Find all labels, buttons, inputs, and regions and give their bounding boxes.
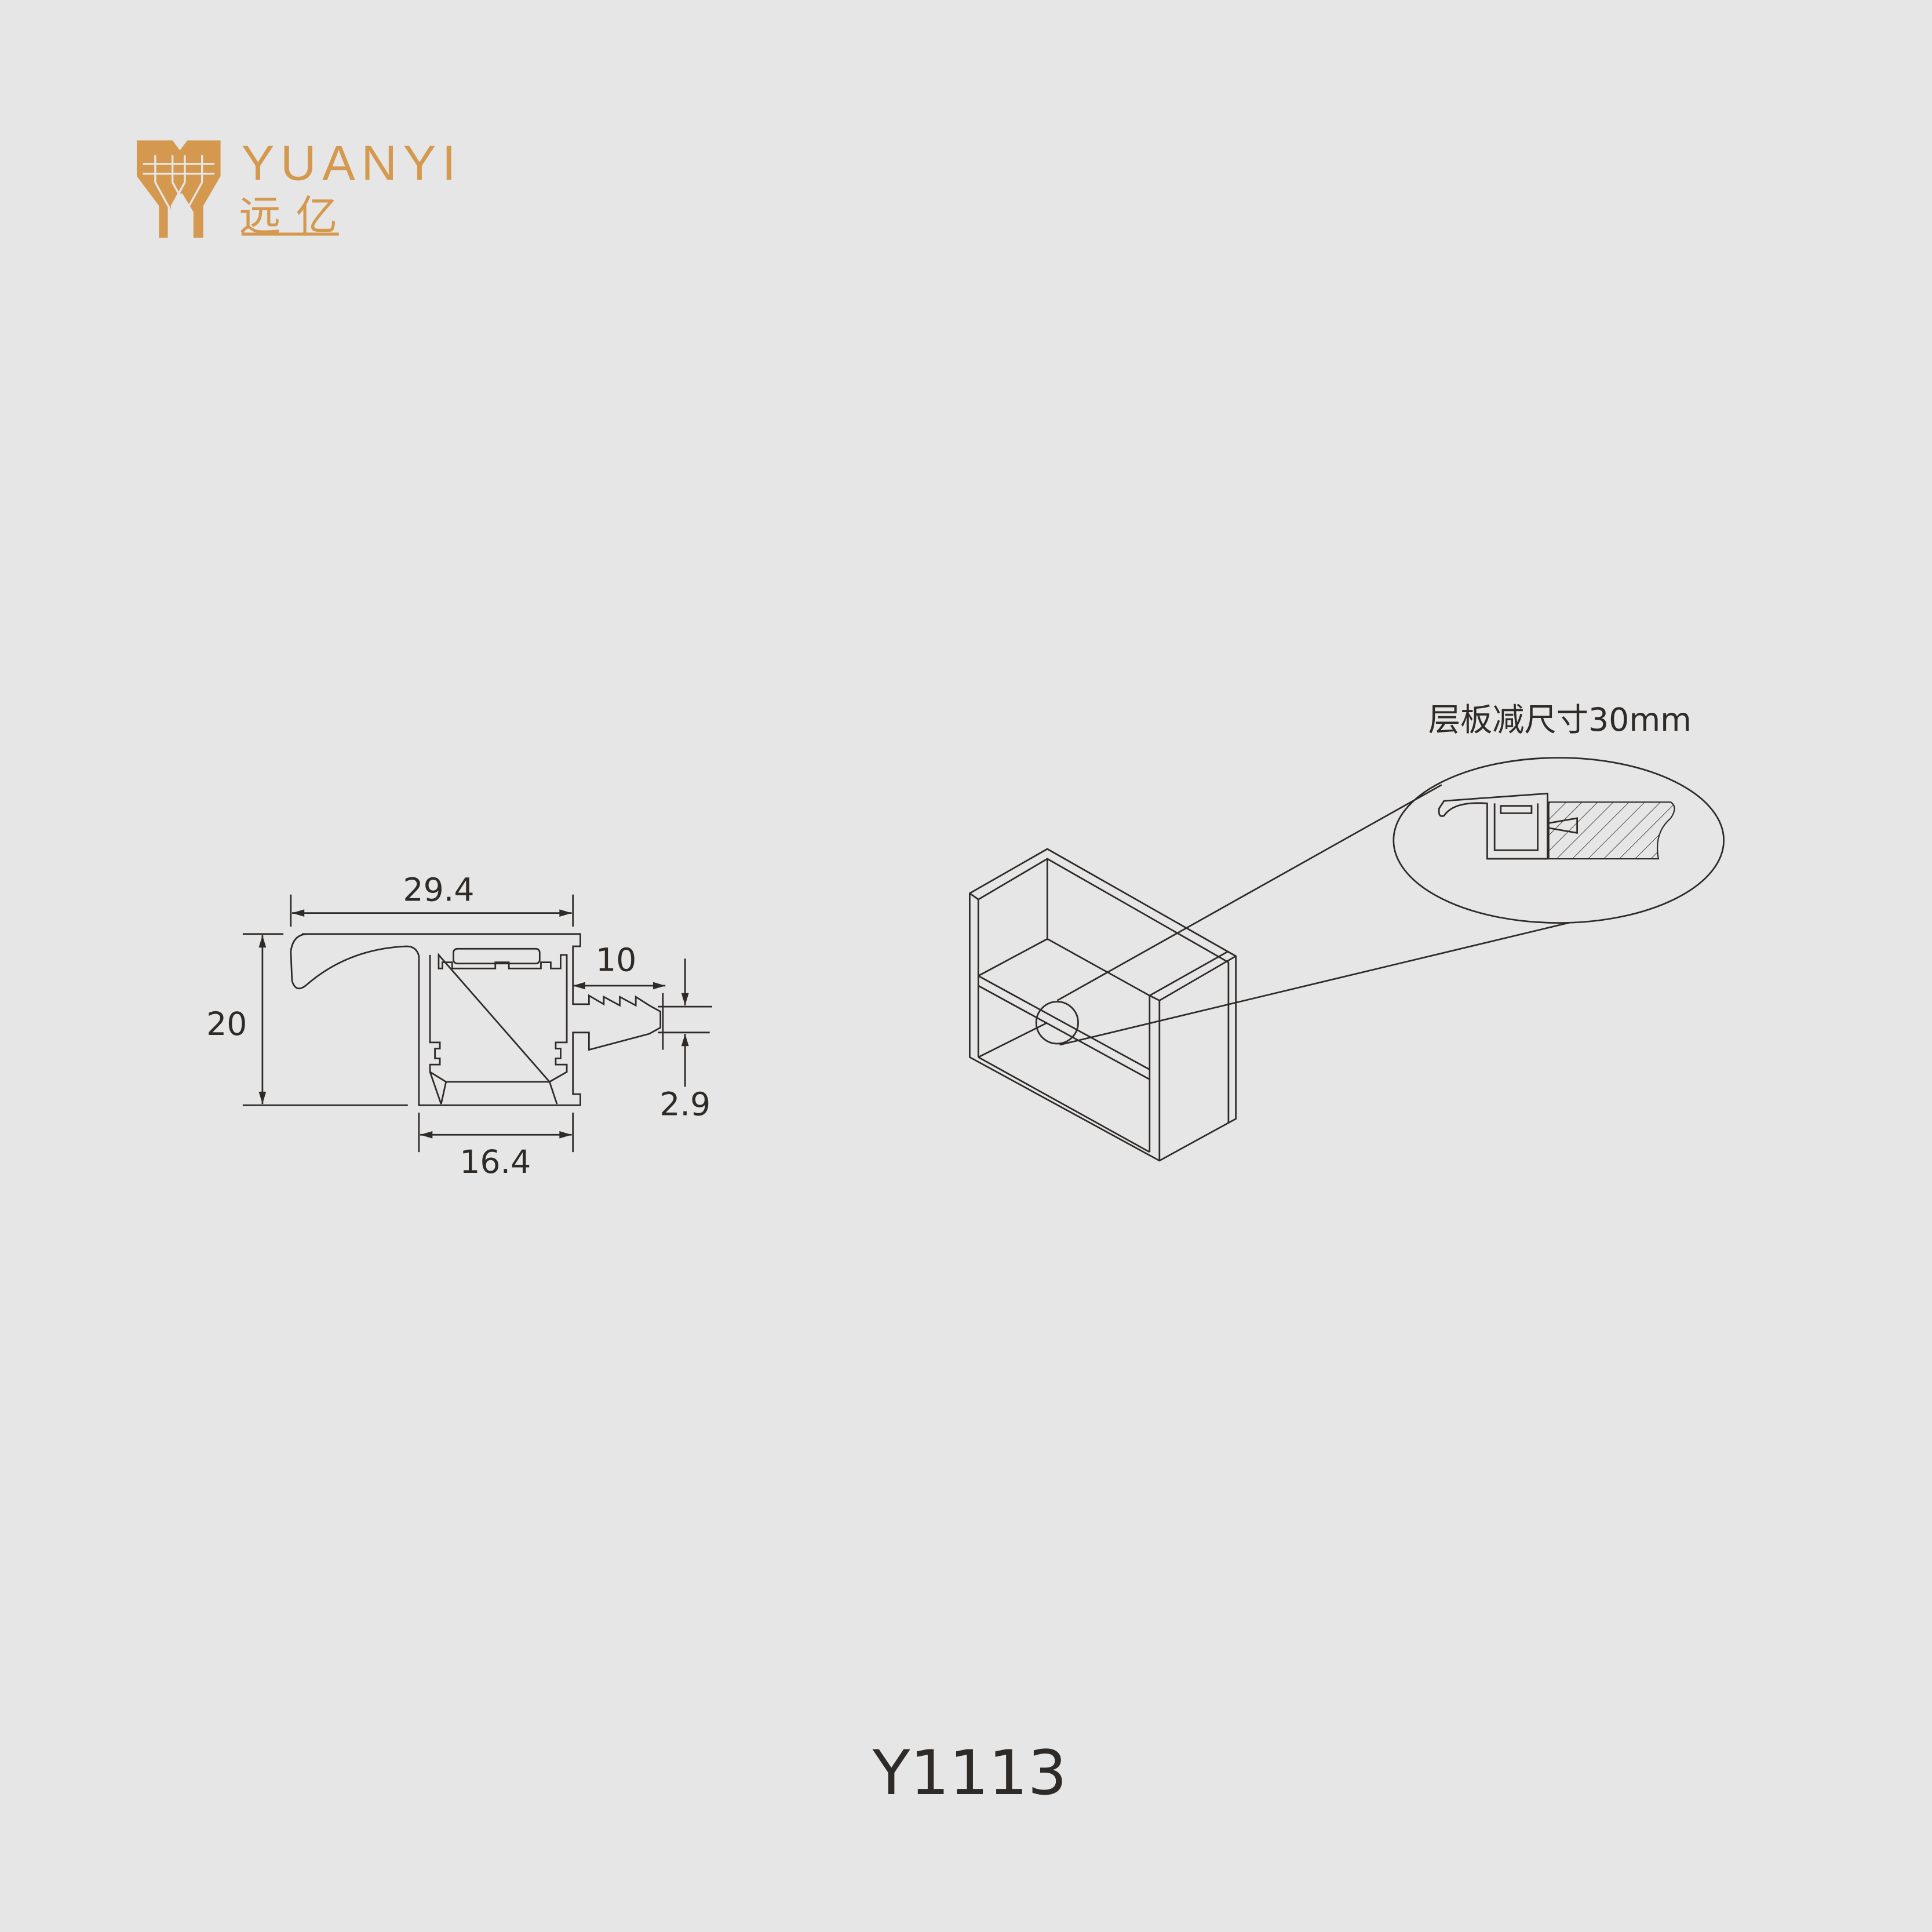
profile-inner-channel [429, 953, 568, 1104]
dimension-20: 20 [206, 933, 408, 1106]
dimension-label-channel: 16.4 [460, 1144, 531, 1181]
dimension-16-4: 16.4 [418, 1113, 574, 1181]
install-note: 层板减尺寸30mm [1428, 702, 1692, 739]
detail-highlight-circle [1035, 1001, 1079, 1045]
detail-profile [1438, 792, 1548, 860]
shelf-board-section [1548, 801, 1675, 860]
profile-cross-section: 29.4 20 10 2.9 16.4 [206, 872, 712, 1181]
dimension-10: 10 [573, 942, 666, 990]
logo-emblem-icon [137, 140, 221, 238]
brand-name-en: YUANYI [242, 136, 462, 191]
dimension-2-9: 2.9 [658, 958, 712, 1123]
detail-callout: 层板减尺寸30mm [1393, 702, 1725, 924]
dimension-label-height: 20 [206, 1006, 247, 1043]
detail-ellipse [1393, 757, 1725, 924]
cabinet-isometric [968, 784, 1569, 1162]
dimension-label-gap: 2.9 [659, 1086, 710, 1123]
profile-top-slot [453, 947, 541, 965]
dimension-label-screw-depth: 10 [596, 942, 636, 979]
logo-grid-icon [143, 155, 214, 238]
dimension-label-width: 29.4 [403, 872, 474, 909]
profile-outline [290, 933, 662, 1106]
brand-logo: YUANYI 远亿 [137, 136, 462, 241]
dimension-29-4: 29.4 [290, 872, 574, 927]
model-code: Y1113 [872, 1737, 1067, 1809]
